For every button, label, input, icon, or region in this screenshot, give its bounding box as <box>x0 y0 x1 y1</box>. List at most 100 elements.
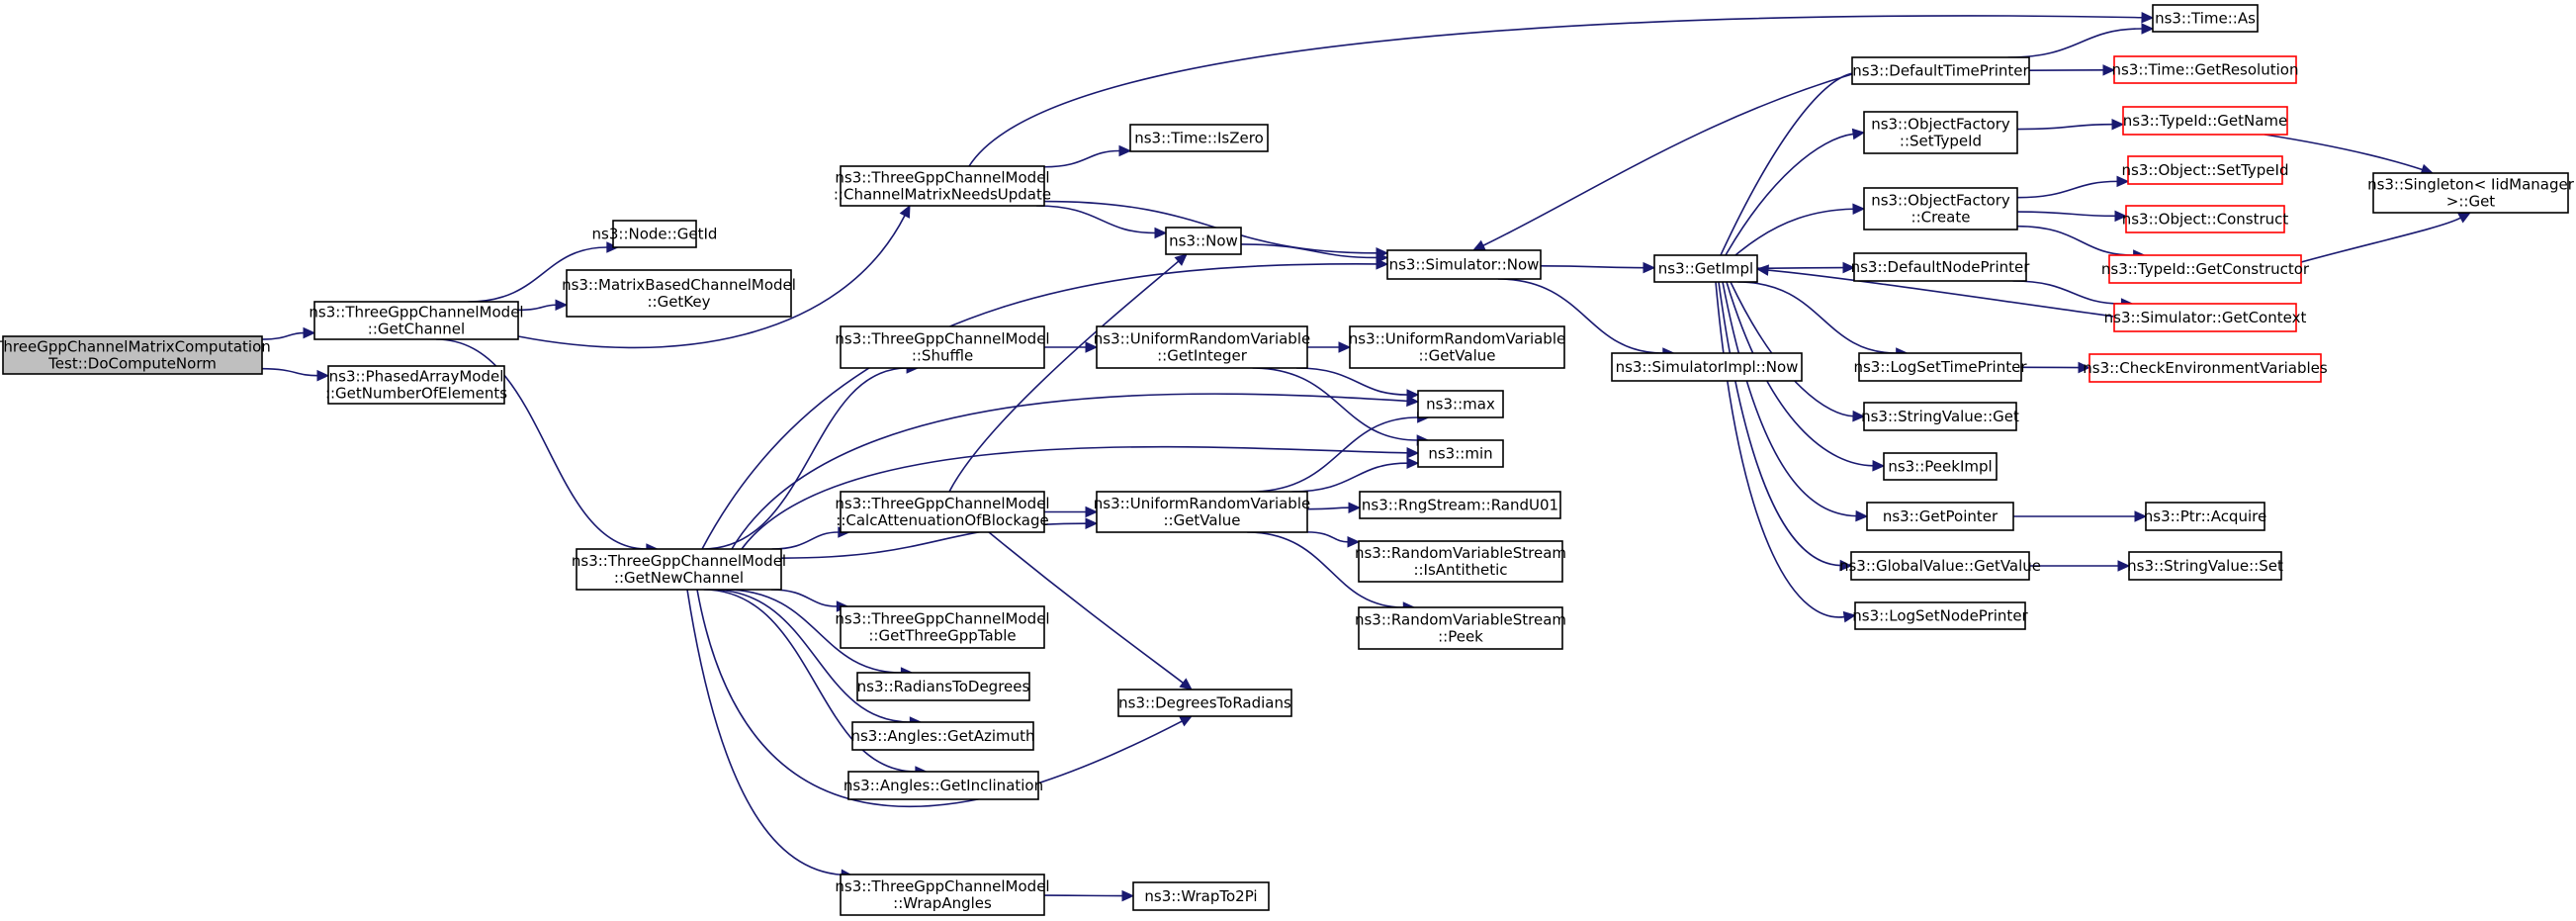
call-edge-calcatten-to-deg2rad <box>988 531 1193 691</box>
node-label: ns3::PhasedArrayModel <box>329 368 504 386</box>
edge-arrowhead <box>1406 447 1420 459</box>
node-globalvalget[interactable]: ns3::GlobalValue::GetValue <box>1839 551 2041 581</box>
node-ofcreate[interactable]: ns3::ObjectFactory::Create <box>1863 187 2018 230</box>
edge-line <box>710 589 911 723</box>
node-ns3now[interactable]: ns3::Now <box>1165 227 1242 255</box>
node-shuffle[interactable]: ns3::ThreeGppChannelModel::Shuffle <box>835 325 1050 369</box>
function-nodes: ThreeGppChannelMatrixComputationTest::Do… <box>0 4 2575 916</box>
node-label: ns3::GetPointer <box>1883 507 1999 525</box>
node-ns3min[interactable]: ns3::min <box>1417 439 1504 468</box>
node-label: ns3::UniformRandomVariable <box>1094 330 1310 348</box>
edge-line <box>2012 280 2122 305</box>
node-label: ns3::DefaultNodePrinter <box>1851 258 2031 276</box>
node-label: ns3::Simulator::GetContext <box>2104 309 2307 326</box>
edge-arrowhead <box>1839 559 1853 572</box>
node-getpointer[interactable]: ns3::GetPointer <box>1866 502 2014 531</box>
edge-arrowhead <box>1406 389 1420 401</box>
node-isanti[interactable]: ns3::RandomVariableStream::IsAntithetic <box>1355 540 1566 583</box>
node-ptracquire[interactable]: ns3::Ptr::Acquire <box>2144 502 2266 531</box>
node-calcatten[interactable]: ns3::ThreeGppChannelModel::CalcAttenuati… <box>835 491 1050 533</box>
node-typeidgetctor[interactable]: ns3::TypeId::GetConstructor <box>2101 254 2310 284</box>
node-objsettypeid[interactable]: ns3::Object::SetTypeId <box>2122 155 2289 185</box>
edge-arrowhead <box>2141 11 2155 24</box>
edge-line <box>1036 205 1156 234</box>
node-getazimuth[interactable]: ns3::Angles::GetAzimuth <box>850 721 1035 751</box>
node-timegetres[interactable]: ns3::Time::GetResolution <box>2112 55 2299 84</box>
edge-arrowhead <box>1179 715 1194 727</box>
node-box <box>1653 254 1758 283</box>
node-label: ns3::Object::SetTypeId <box>2122 161 2289 179</box>
edge-line <box>2016 123 2113 131</box>
node-simimplnow[interactable]: ns3::SimulatorImpl::Now <box>1611 352 1803 382</box>
node-simnow[interactable]: ns3::Simulator::Now <box>1386 249 1542 280</box>
node-label: ns3::ThreeGppChannelModel <box>309 304 523 322</box>
node-box <box>2088 353 2322 383</box>
node-stringvalget[interactable]: ns3::StringValue::Get <box>1861 402 2019 431</box>
node-objconstruct[interactable]: ns3::Object::Construct <box>2122 205 2289 233</box>
edge-arrowhead <box>1852 203 1866 216</box>
node-randu01[interactable]: ns3::RngStream::RandU01 <box>1359 491 1561 519</box>
node-box <box>566 269 792 318</box>
node-box <box>1165 227 1242 255</box>
node-root[interactable]: ThreeGppChannelMatrixComputationTest::Do… <box>0 335 271 375</box>
node-box <box>840 874 1045 916</box>
node-label: ::CalcAttenuationOfBlockage <box>836 511 1048 529</box>
edge-arrowhead <box>316 369 330 382</box>
node-urvgetval2[interactable]: ns3::UniformRandomVariable::GetValue <box>1094 491 1310 533</box>
node-label: ::GetChannel <box>368 321 465 338</box>
node-box <box>1850 551 2030 581</box>
node-label: ns3::PeekImpl <box>1888 458 1992 476</box>
node-box <box>1132 881 1270 911</box>
node-deftimeprinter[interactable]: ns3::DefaultTimePrinter <box>1851 56 2030 85</box>
node-box <box>1866 502 2014 531</box>
node-timeiszero[interactable]: ns3::Time::IsZero <box>1129 124 1269 152</box>
node-defnodeprinter[interactable]: ns3::DefaultNodePrinter <box>1851 252 2031 282</box>
node-stringvalset[interactable]: ns3::StringValue::Set <box>2127 551 2283 581</box>
node-wrapangles[interactable]: ns3::ThreeGppChannelModel::WrapAngles <box>835 874 1050 916</box>
node-getkey[interactable]: ns3::MatrixBasedChannelModel::GetKey <box>562 269 796 318</box>
edge-arrowhead <box>2117 560 2131 572</box>
node-wrap2pi[interactable]: ns3::WrapTo2Pi <box>1132 881 1270 911</box>
node-getnewchannel[interactable]: ns3::ThreeGppChannelModel::GetNewChannel <box>572 548 786 591</box>
call-edge-getchannel-to-getkey <box>517 299 569 312</box>
node-getchannel[interactable]: ns3::ThreeGppChannelModel::GetChannel <box>309 301 524 340</box>
node-nodegetid[interactable]: ns3::Node::GetId <box>592 220 718 248</box>
edge-line <box>517 304 557 312</box>
node-simgetctx[interactable]: ns3::Simulator::GetContext <box>2104 303 2307 332</box>
node-box <box>2128 551 2282 581</box>
node-logsettime[interactable]: ns3::LogSetTimePrinter <box>1853 352 2027 382</box>
node-ns3max[interactable]: ns3::max <box>1417 390 1504 418</box>
node-label: ns3::SimulatorImpl::Now <box>1616 358 1799 376</box>
node-typeidgetname[interactable]: ns3::TypeId::GetName <box>2122 106 2288 136</box>
node-urvgetint[interactable]: ns3::UniformRandomVariable::GetInteger <box>1094 325 1310 369</box>
node-label: ns3::ThreeGppChannelModel <box>572 552 786 570</box>
node-gettable[interactable]: ns3::ThreeGppChannelModel::GetThreeGppTa… <box>835 605 1050 649</box>
node-deg2rad[interactable]: ns3::DegreesToRadians <box>1117 689 1292 717</box>
node-peekimpl[interactable]: ns3::PeekImpl <box>1883 452 1998 481</box>
call-edge-simgetctx-to-getimpl <box>1755 264 2115 318</box>
node-urvgetval[interactable]: ns3::UniformRandomVariable::GetValue <box>1349 325 1565 369</box>
edge-arrowhead <box>1154 227 1168 239</box>
node-peek[interactable]: ns3::RandomVariableStream::Peek <box>1355 606 1566 650</box>
node-chmatneeds[interactable]: ns3::ThreeGppChannelModel::ChannelMatrix… <box>834 165 1051 207</box>
node-label: ::GetNumberOfElements <box>325 385 507 403</box>
node-label: ns3::ObjectFactory <box>1871 116 2010 134</box>
call-edge-chmatneeds-to-ns3now <box>1036 205 1168 239</box>
edge-line <box>686 589 843 876</box>
node-box <box>2108 254 2302 284</box>
node-box <box>1129 124 1269 152</box>
node-checkenv[interactable]: ns3::CheckEnvironmentVariables <box>2083 353 2328 383</box>
node-singletonget[interactable]: ns3::Singleton< IidManager>::Get <box>2367 172 2575 214</box>
node-rad2deg[interactable]: ns3::RadiansToDegrees <box>856 672 1030 701</box>
edge-arrowhead <box>2116 175 2130 188</box>
node-box <box>1853 252 2027 282</box>
edge-arrowhead <box>2457 212 2472 224</box>
node-getnumel[interactable]: ns3::PhasedArrayModel::GetNumberOfElemen… <box>325 365 507 405</box>
call-edge-logsettime-to-checkenv <box>2020 361 2091 374</box>
node-timeas[interactable]: ns3::Time::As <box>2152 4 2259 33</box>
node-ofsettypeid[interactable]: ns3::ObjectFactory::SetTypeId <box>1863 111 2018 154</box>
node-getincl[interactable]: ns3::Angles::GetInclination <box>844 771 1043 800</box>
edge-line <box>1306 507 1350 510</box>
node-logsetnode[interactable]: ns3::LogSetNodePrinter <box>1852 601 2029 630</box>
node-getimpl[interactable]: ns3::GetImpl <box>1653 254 1758 283</box>
